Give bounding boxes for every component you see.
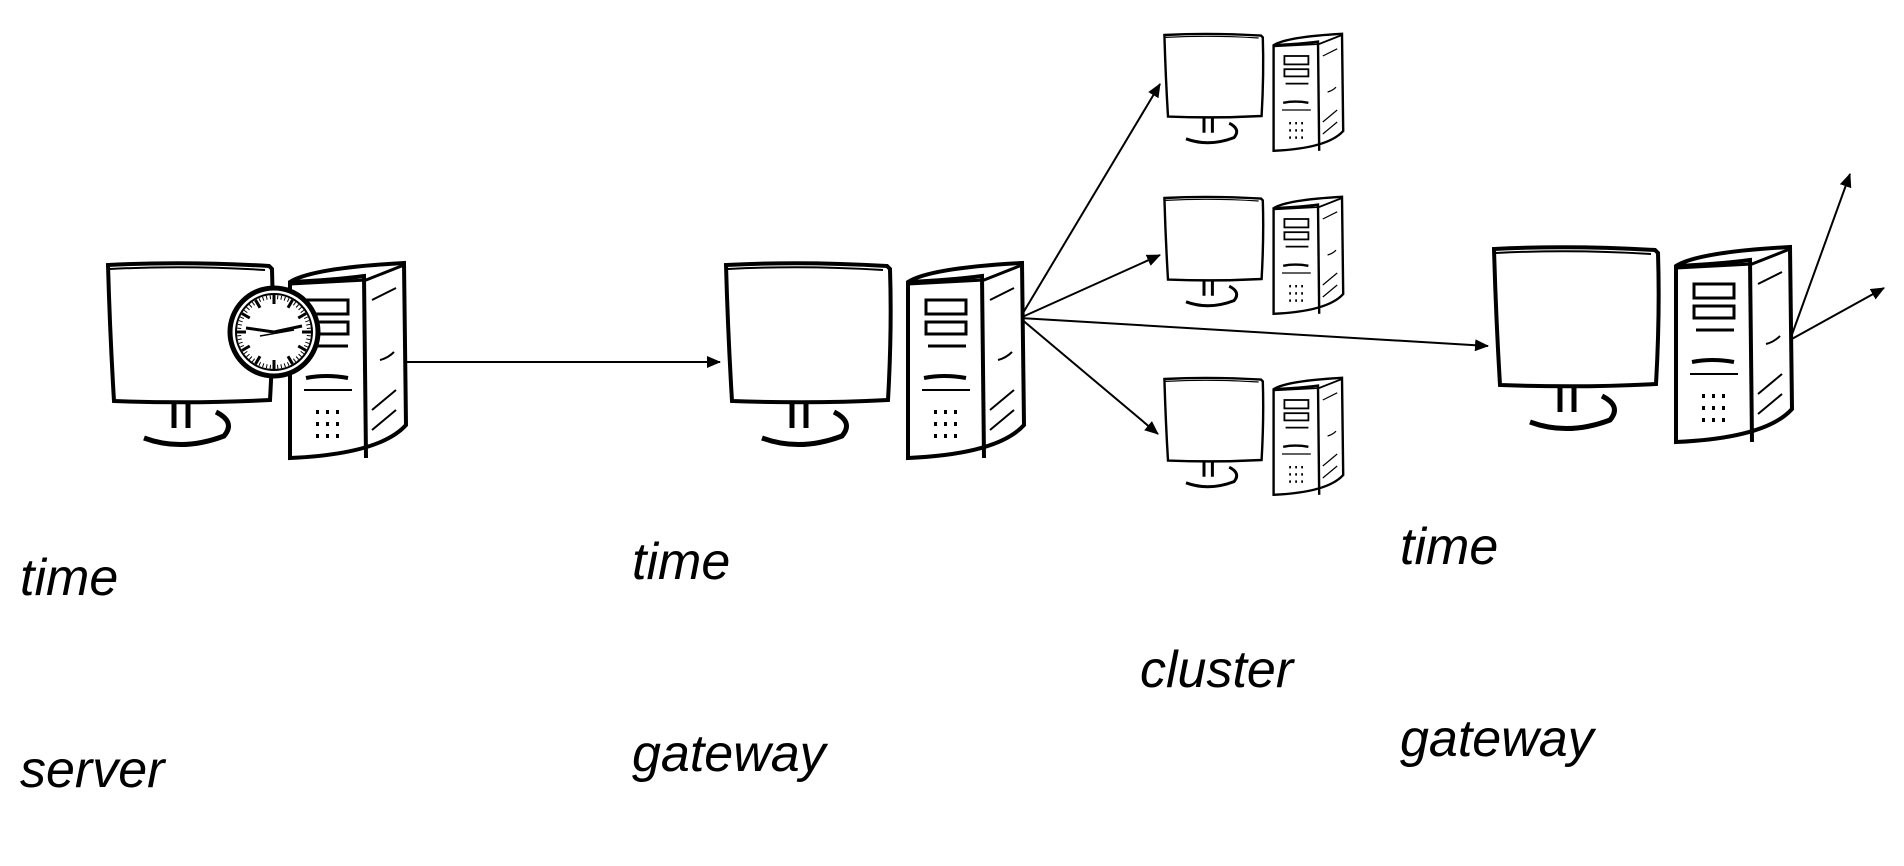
cluster-label-text: cluster bbox=[1140, 638, 1293, 702]
time-server-label-line1: time bbox=[20, 546, 164, 610]
time-server-label-line2: server bbox=[20, 738, 164, 802]
arrow-gateway-to-cluster-middle bbox=[1020, 255, 1160, 318]
arrow-gateway-to-gateway bbox=[1020, 318, 1488, 346]
time-gateway-label-line2: gateway bbox=[1400, 707, 1594, 771]
arrow-gateway-out-right bbox=[1790, 288, 1884, 340]
cluster-computer-icon bbox=[1164, 378, 1343, 495]
arrow-gateway-out-up bbox=[1790, 174, 1850, 340]
diagram-canvas bbox=[0, 0, 1904, 582]
time-gateway-label-line1: time bbox=[632, 530, 826, 594]
time-gateway-label: time gateway bbox=[1400, 387, 1594, 835]
cluster-label: cluster bbox=[1140, 510, 1293, 766]
connection-arrows bbox=[404, 84, 1884, 434]
clock-icon bbox=[230, 288, 318, 376]
time-server-label: time server bbox=[20, 418, 164, 866]
arrow-gateway-to-cluster-top bbox=[1020, 84, 1160, 318]
time-gateway-label: time gateway bbox=[632, 402, 826, 850]
time-gateway-label-line2: gateway bbox=[632, 722, 826, 786]
cluster-computer-icon bbox=[1164, 34, 1343, 151]
cluster-computer-icon bbox=[1164, 197, 1343, 314]
time-gateway-label-line1: time bbox=[1400, 515, 1594, 579]
arrow-gateway-to-cluster-bottom bbox=[1020, 318, 1158, 434]
